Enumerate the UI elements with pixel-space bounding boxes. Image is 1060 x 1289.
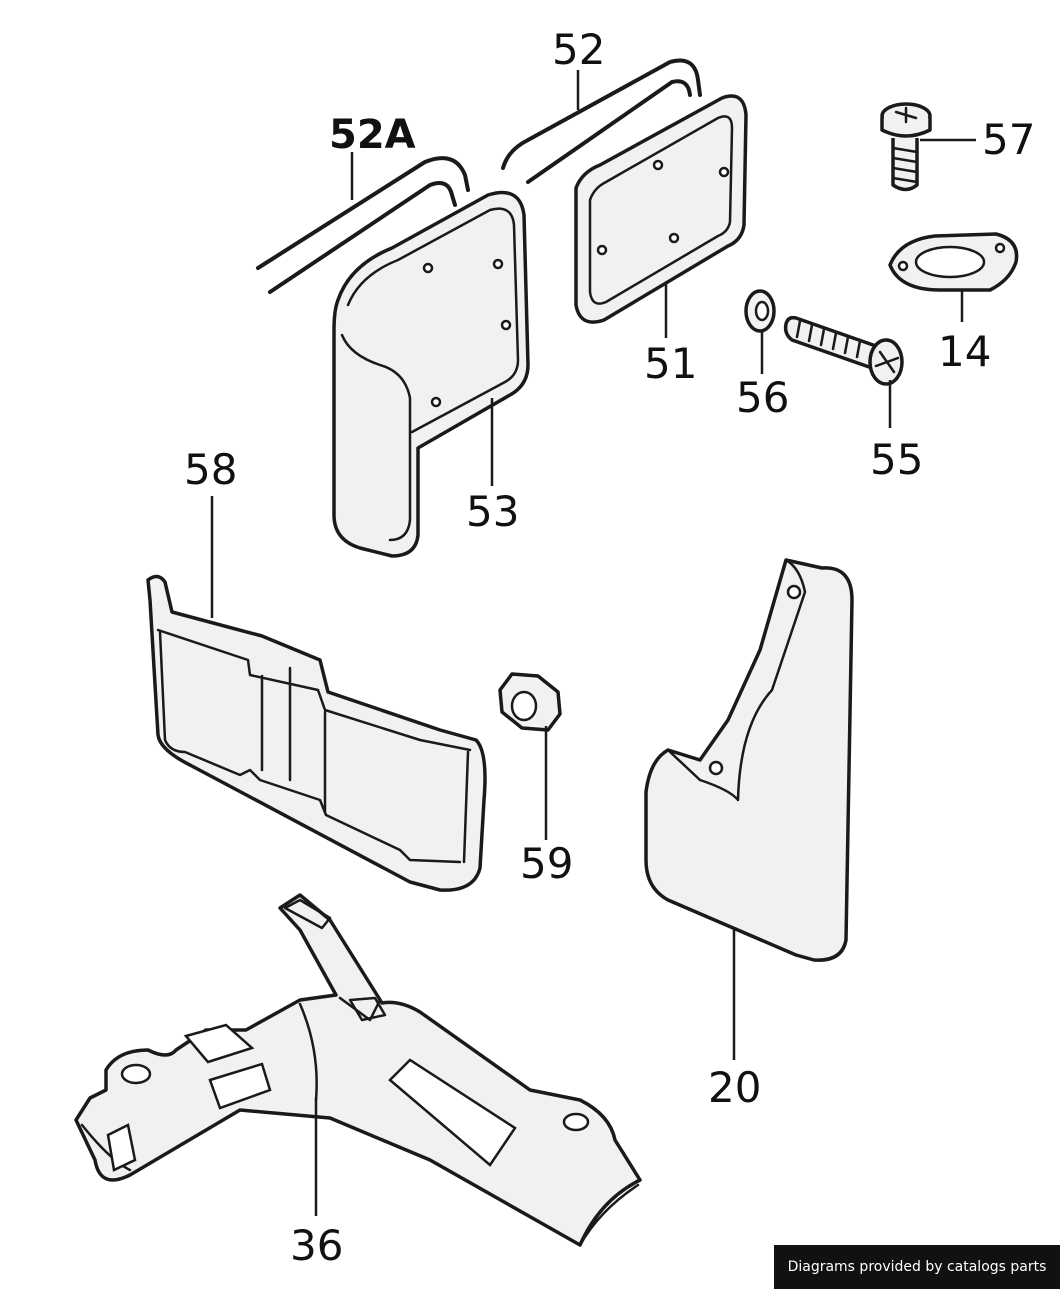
label-57: 57	[982, 115, 1035, 164]
part-55-bolt[interactable]	[783, 315, 904, 386]
label-51: 51	[644, 339, 697, 388]
part-52a-gasket[interactable]	[256, 156, 470, 294]
label-53: 53	[466, 487, 519, 536]
part-53-cover-pad[interactable]	[332, 190, 530, 558]
credit-badge: Diagrams provided by catalogs parts	[774, 1245, 1060, 1289]
part-20-mud-flap[interactable]	[644, 558, 854, 962]
part-58-panel[interactable]	[146, 574, 487, 892]
label-14: 14	[938, 327, 991, 376]
label-52a: 52A	[329, 112, 416, 158]
part-52-gasket[interactable]	[501, 58, 702, 184]
part-59-nut[interactable]	[498, 672, 562, 732]
part-51-plate[interactable]	[574, 94, 748, 324]
part-labels: 52A 52 57 14 51 56 55 53 58 59 20 36	[184, 25, 1035, 1270]
label-52: 52	[552, 25, 605, 74]
label-36: 36	[290, 1221, 343, 1270]
label-55: 55	[870, 435, 923, 484]
leader-lines	[210, 70, 976, 1216]
part-36-heat-shield[interactable]	[74, 893, 642, 1247]
label-58: 58	[184, 445, 237, 494]
part-56-washer[interactable]	[744, 289, 776, 333]
label-56: 56	[736, 373, 789, 422]
label-20: 20	[708, 1063, 761, 1112]
label-59: 59	[520, 839, 573, 888]
part-14-flange-gasket[interactable]	[888, 232, 1019, 292]
part-57-screw[interactable]	[880, 102, 932, 192]
